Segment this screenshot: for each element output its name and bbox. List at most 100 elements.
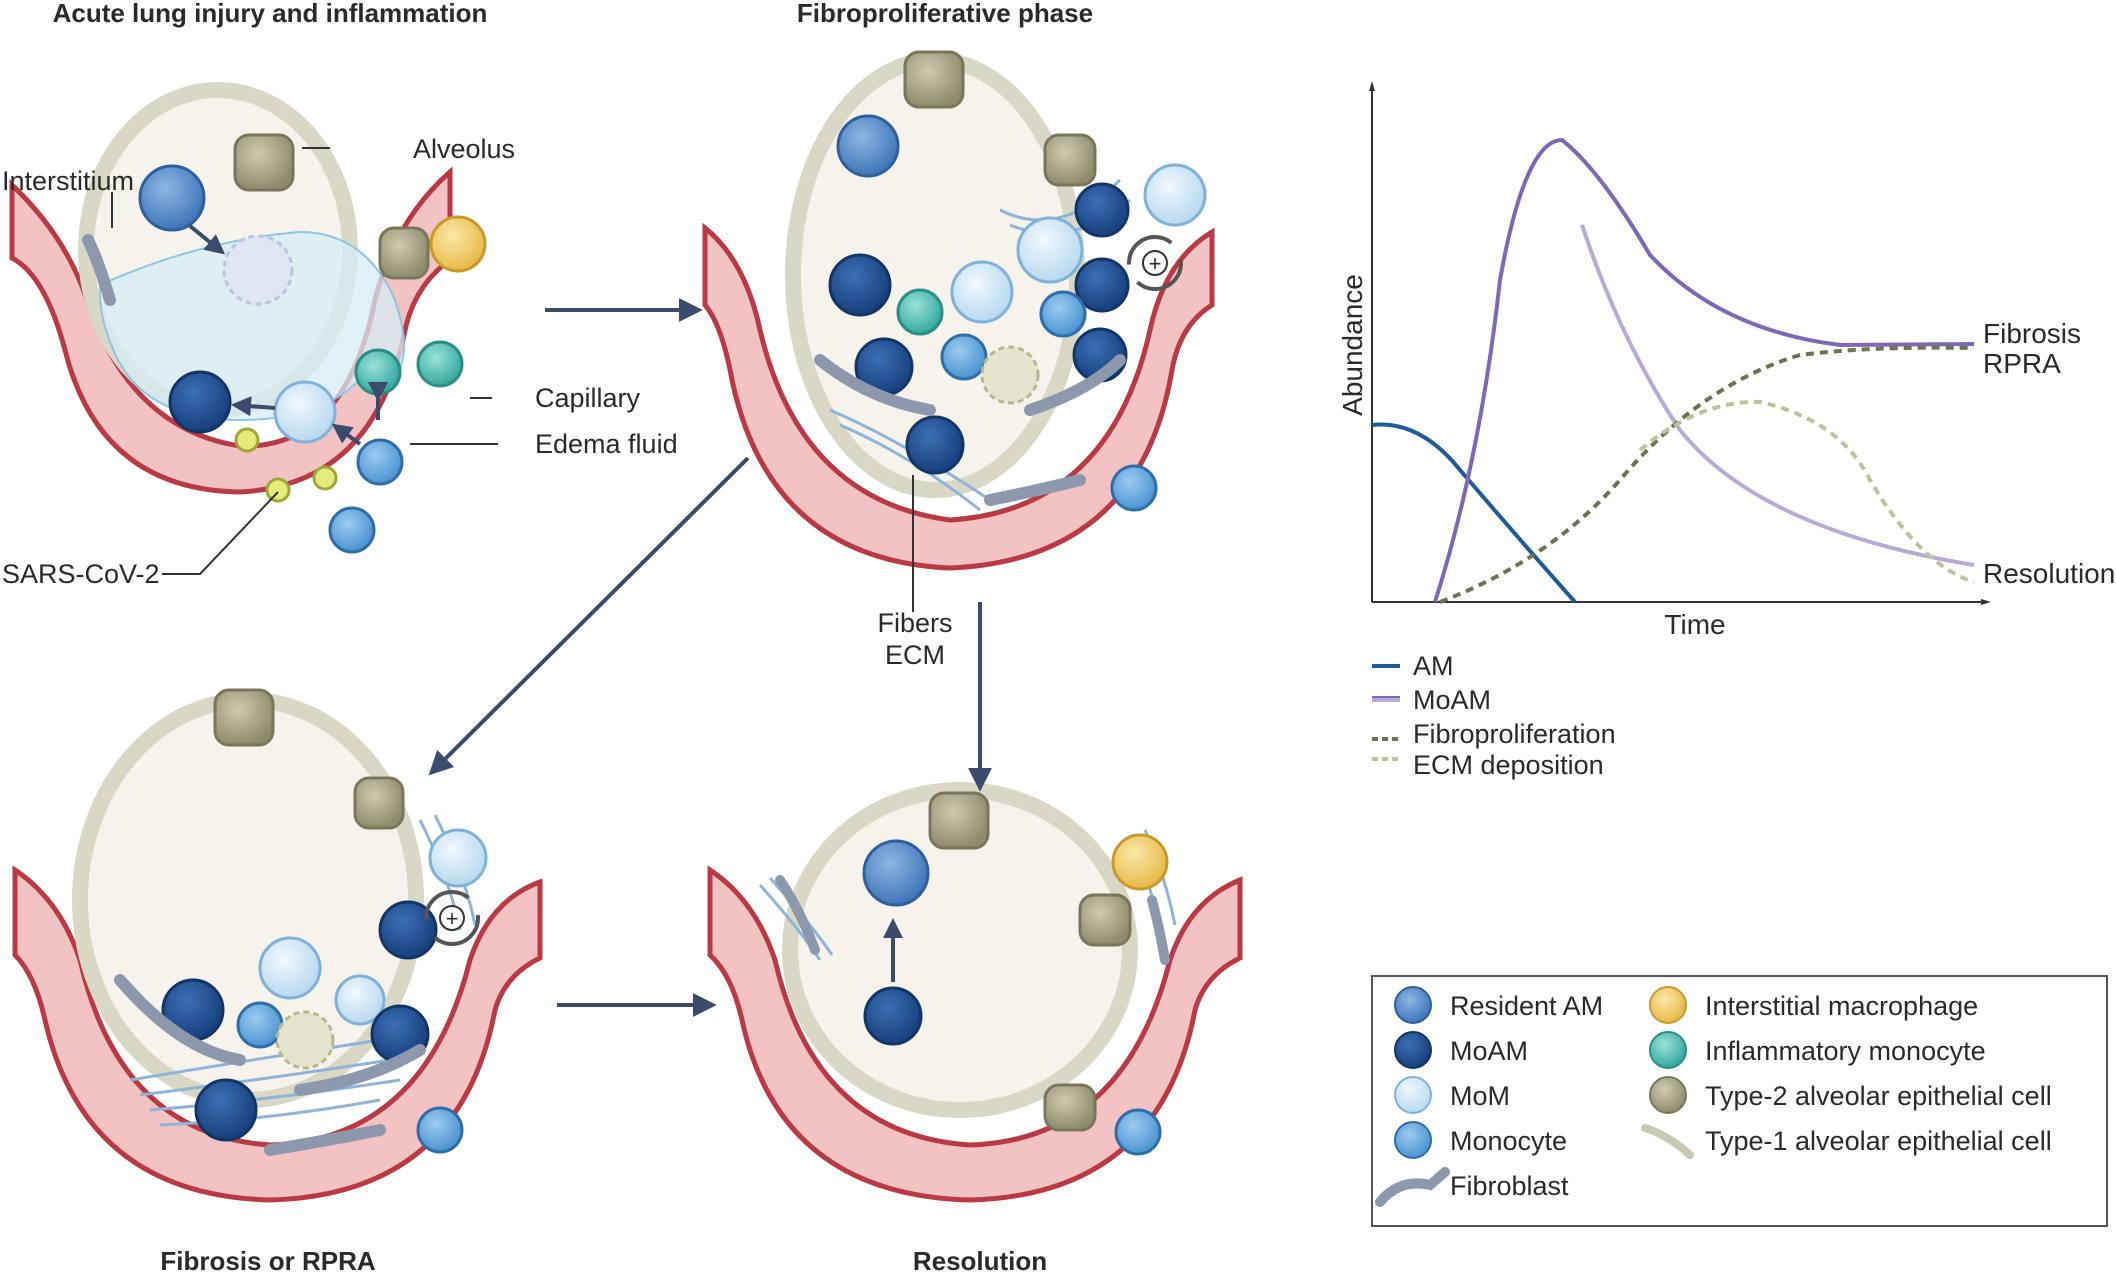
mom-cell (950, 260, 1014, 324)
legend-monocyte: Monocyte (1450, 1126, 1567, 1156)
label-fibers: Fibers (877, 608, 952, 638)
cell-legend-box (1371, 975, 2108, 1227)
mom-cell (334, 974, 386, 1026)
panel-fibrosis-rpra: Fibrosis or RPRA + (12, 688, 543, 1274)
fibroblast-cell (775, 875, 1170, 965)
label-sars-cov-2: SARS-CoV-2 (2, 559, 160, 589)
type2-epithelial-cell (1043, 133, 1097, 187)
leader-sars (162, 491, 279, 575)
arrow-mono-to-mom (331, 423, 362, 446)
virus-particle (265, 477, 291, 503)
moam-icon (1394, 1031, 1432, 1069)
label-capillary: Capillary (535, 383, 641, 413)
fibroblast-icon (1375, 1167, 1450, 1207)
cell-legend: Resident AM MoAM MoM Monocyte Fibroblast… (1371, 975, 2108, 1227)
y-axis-label: Abundance (1337, 274, 1368, 416)
arrow-acute-to-fibrosis (428, 456, 750, 776)
resident-am-cell (862, 839, 930, 907)
inflammatory-monocyte-cell (416, 340, 464, 388)
series-ecm-deposition-line (1638, 399, 1975, 584)
resident-am-icon (1394, 986, 1432, 1024)
resident-am-cell (138, 164, 206, 232)
sars-cov-2-cluster (222, 234, 294, 306)
type2-epithelial-icon (1649, 1076, 1687, 1114)
type2-epithelial-cell (928, 791, 990, 850)
series-moam-resolution-line (1580, 224, 1975, 567)
moam-cell (905, 415, 965, 475)
end-label-rpra: RPRA (1983, 348, 2061, 379)
arrow-am-to-virus (188, 224, 226, 255)
monocyte-cell (1039, 290, 1087, 338)
legend-interstitial-macrophage: Interstitial macrophage (1705, 991, 1978, 1021)
type2-epithelial-cell (213, 688, 275, 747)
type2-epithelial-cell (903, 50, 965, 109)
label-alveolus: Alveolus (413, 134, 515, 164)
type1-epithelial-icon (1641, 1124, 1694, 1159)
legend-label-ecm-deposition: ECM deposition (1413, 750, 1604, 780)
monocyte-cell (1110, 464, 1158, 512)
capillary-wall (9, 166, 453, 495)
plus-sign: + (1149, 251, 1162, 276)
sars-cov-2-cluster (980, 345, 1040, 405)
end-label-fibrosis: Fibrosis (1983, 318, 2081, 349)
legend-type2-epithelial: Type-2 alveolar epithelial cell (1705, 1081, 2052, 1111)
moam-cell (378, 900, 438, 960)
panel-title-fibrosis: Fibrosis or RPRA (160, 1246, 375, 1274)
mom-cell (428, 828, 488, 888)
type2-epithelial-cell (353, 776, 405, 830)
series-fibroproliferation-line (1439, 345, 1975, 604)
virus-particle (312, 465, 338, 491)
inflammatory-monocyte-cell (354, 348, 402, 396)
fibroblast-cell (814, 354, 1126, 506)
inflammatory-monocyte-icon (1649, 1031, 1687, 1069)
monocyte-cell (940, 333, 988, 381)
moam-cell (194, 1078, 258, 1142)
panel-title-resolution: Resolution (913, 1246, 1047, 1274)
monocyte-cell (1114, 1108, 1162, 1156)
legend-mom: MoM (1450, 1081, 1510, 1111)
monocyte-cell (356, 438, 404, 486)
fibroblast-cell (114, 974, 426, 1156)
arrow-mom-to-moam (231, 396, 276, 417)
monocyte-cell (236, 1001, 284, 1049)
label-edema-fluid: Edema fluid (535, 429, 678, 459)
moam-cell (863, 986, 923, 1046)
series-moam-line (1433, 137, 1975, 603)
resident-am-cell (836, 114, 900, 178)
inflammatory-monocyte-cell (896, 288, 944, 336)
label-ecm: ECM (885, 640, 945, 670)
interstitial-macrophage-cell (429, 215, 487, 273)
moam-cell (1074, 182, 1130, 238)
mom-cell (258, 936, 322, 1000)
legend-label-am: AM (1413, 651, 1454, 681)
panel-title-fibroproliferative: Fibroproliferative phase (797, 0, 1093, 28)
monocyte-cell (416, 1106, 464, 1154)
monocyte-cell (328, 506, 376, 554)
mom-cell (1143, 163, 1207, 227)
mom-cell (1016, 216, 1084, 284)
type2-epithelial-cell (233, 133, 295, 192)
panel-fibroproliferative: Fibroproliferative phase (702, 0, 1215, 670)
interstitial-macrophage-cell (1111, 833, 1169, 891)
capillary-wall (12, 865, 543, 1203)
virus-particle (234, 427, 260, 453)
legend-label-fibroproliferation: Fibroproliferation (1413, 719, 1616, 749)
amplification-loop: + (1127, 235, 1183, 291)
moam-cell (1074, 257, 1130, 313)
legend-fibroblast: Fibroblast (1450, 1171, 1569, 1201)
panel-title-acute: Acute lung injury and inflammation (53, 0, 488, 28)
legend-inflammatory-monocyte: Inflammatory monocyte (1705, 1036, 1986, 1066)
type2-epithelial-cell (1078, 893, 1132, 947)
fibroblast-cell (82, 234, 116, 306)
plus-sign: + (446, 906, 459, 931)
legend-type1-epithelial: Type-1 alveolar epithelial cell (1705, 1126, 2052, 1156)
type2-epithelial-cell (1043, 1083, 1097, 1132)
capillary-wall (702, 222, 1215, 571)
monocyte-icon (1394, 1121, 1432, 1159)
sars-cov-2-cluster (275, 1010, 335, 1070)
chart-legend: AM MoAM Fibroproliferation ECM depositio… (1372, 651, 1616, 780)
label-interstitium: Interstitium (2, 166, 134, 196)
panel-acute-injury: Acute lung injury and inflammation (2, 0, 678, 589)
type2-epithelial-cell (378, 226, 430, 280)
amplification-loop: + (424, 890, 480, 946)
